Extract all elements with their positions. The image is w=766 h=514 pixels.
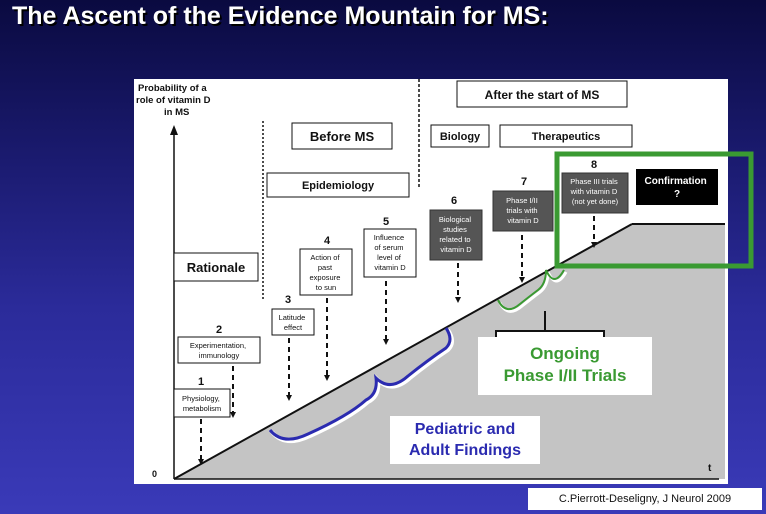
step-6-arrowhead: [455, 297, 461, 303]
step-1-arrowhead: [198, 459, 204, 465]
step-7-number: 7: [521, 176, 527, 188]
step-8-line-3: (not yet done): [572, 197, 619, 206]
pediatric-findings-callout: Pediatric and Adult Findings: [390, 416, 540, 464]
step-5-line-3: level of: [377, 253, 402, 262]
before-ms-label: Before MS: [310, 129, 375, 144]
step-4-number: 4: [324, 235, 331, 247]
step-3-line-2: effect: [284, 323, 303, 332]
step-1-text: Physiology, metabolism: [182, 394, 222, 413]
x-axis-label: t: [708, 463, 712, 474]
step-3-arrowhead: [286, 395, 292, 401]
step-4-text: Action of past exposure to sun: [310, 253, 343, 292]
step-7-line-2: trials with: [506, 206, 537, 215]
biology-label: Biology: [440, 131, 481, 143]
y-axis-label-line-2: role of vitamin D: [136, 95, 211, 106]
step-4-line-3: exposure: [310, 273, 341, 282]
step-7-arrowhead: [519, 277, 525, 283]
step-7-box: [492, 190, 554, 232]
y-axis-label-line-3: in MS: [164, 107, 189, 118]
epidemiology-box: [266, 172, 410, 198]
after-start-label: After the start of MS: [485, 88, 600, 102]
step-7-text: Phase I/II trials with vitamin D: [506, 196, 540, 225]
step-5-arrowhead: [383, 339, 389, 345]
step-2-line-1: Experimentation,: [190, 341, 246, 350]
step-7-line-1: Phase I/II: [506, 196, 538, 205]
slide-title: The Ascent of the Evidence Mountain for …: [12, 2, 549, 30]
step-4-arrowhead: [324, 375, 330, 381]
confirmation-line-2: ?: [674, 189, 680, 200]
step-1-box: [173, 388, 231, 418]
rationale-label: Rationale: [187, 260, 246, 275]
before-ms-box: [291, 122, 393, 150]
ongoing-line-1: Ongoing: [530, 344, 600, 363]
step-6-box: [429, 209, 483, 261]
step-7-line-3: vitamin D: [507, 216, 539, 225]
epidemiology-label: Epidemiology: [302, 180, 375, 192]
step-4-line-2: past: [318, 263, 333, 272]
after-start-box: [456, 80, 628, 108]
step-2-arrowhead: [230, 412, 236, 418]
step-6-line-3: related to: [439, 235, 470, 244]
therapeutics-box: [499, 124, 633, 148]
step-5-number: 5: [383, 216, 389, 228]
ongoing-line-2: Phase I/II Trials: [503, 366, 627, 386]
step-2-box: [177, 336, 261, 364]
confirmation-line-1: Confirmation: [645, 176, 707, 187]
citation-credit: C.Pierrott-Deseligny, J Neurol 2009: [528, 488, 762, 510]
step-2-text: Experimentation, immunology: [190, 341, 248, 360]
step-1-number: 1: [198, 376, 204, 388]
step-5-line-1: Influence: [374, 233, 404, 242]
step-1-line-1: Physiology,: [182, 394, 220, 403]
y-axis-label-line-1: Probability of a: [138, 83, 207, 94]
pediatric-line-2: Adult Findings: [409, 441, 521, 459]
step-3-line-1: Latitude: [279, 313, 306, 322]
biology-box: [430, 124, 490, 148]
step-5-box: [363, 228, 417, 278]
step-2-line-2: immunology: [199, 351, 240, 360]
step-6-line-4: vitamin D: [440, 245, 472, 254]
therapeutics-label: Therapeutics: [532, 131, 600, 143]
step-4-line-1: Action of: [310, 253, 340, 262]
step-8-line-1: Phase III trials: [570, 177, 618, 186]
step-5-line-2: of serum: [374, 243, 403, 252]
step-8-number: 8: [591, 159, 597, 171]
step-8-line-2: with vitamin D: [570, 187, 618, 196]
step-6-number: 6: [451, 195, 457, 207]
step-3-number: 3: [285, 294, 291, 306]
step-6-text: Biological studies related to vitamin D: [439, 215, 473, 254]
origin-label: 0: [152, 469, 157, 479]
step-5-text: Influence of serum level of vitamin D: [374, 233, 407, 272]
step-1-line-2: metabolism: [183, 404, 221, 413]
step-2-number: 2: [216, 324, 222, 336]
rationale-box: [173, 252, 259, 282]
pediatric-line-1: Pediatric and: [414, 421, 516, 438]
ongoing-trials-callout: Ongoing Phase I/II Trials: [478, 337, 652, 395]
step-6-line-2: studies: [443, 225, 467, 234]
y-axis-label: Probability of a role of vitamin D in MS: [136, 83, 213, 118]
y-axis-arrow: [170, 125, 178, 135]
step-6-line-1: Biological: [439, 215, 471, 224]
step-8-text: Phase III trials with vitamin D (not yet…: [570, 177, 620, 206]
step-4-line-4: to sun: [316, 283, 336, 292]
step-5-line-4: vitamin D: [374, 263, 406, 272]
step-4-box: [299, 248, 353, 296]
